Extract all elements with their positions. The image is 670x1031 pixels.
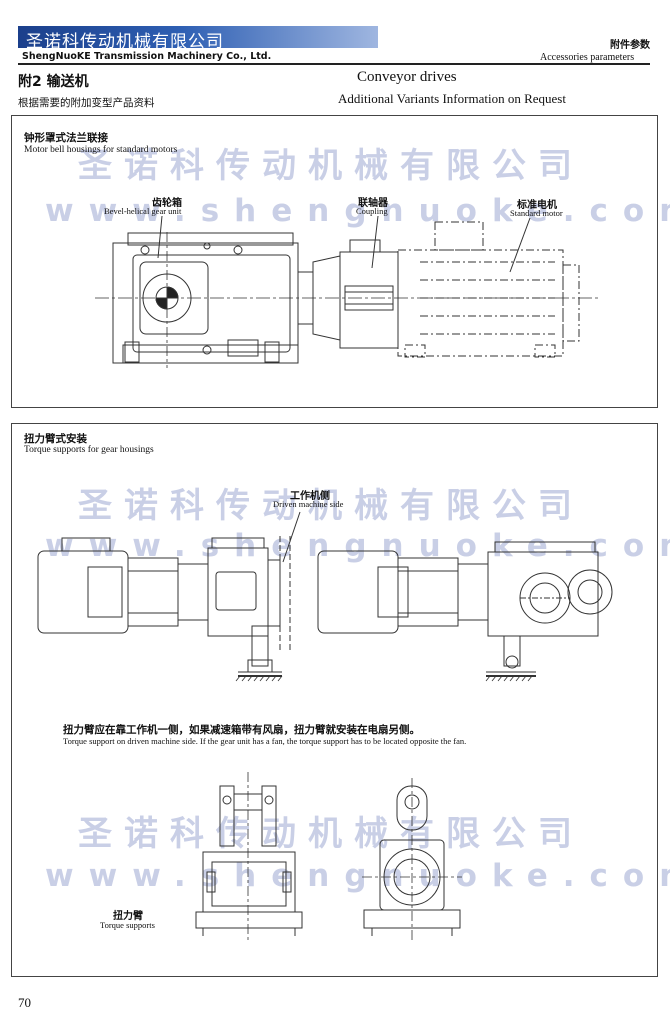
brand-name-en: ShengNuoKE Transmission Machinery Co., L… (22, 51, 272, 62)
brand-banner (18, 26, 378, 48)
coupling-label-en: Coupling (356, 206, 388, 216)
coupling-label-cn: 联轴器 (358, 198, 388, 209)
motor-label-cn: 标准电机 (517, 200, 557, 211)
torque-support-label-cn: 扭力臂 (113, 911, 143, 922)
torque-note-en: Torque support on driven machine side. I… (63, 736, 467, 746)
bell-housing-drawing (0, 0, 670, 420)
gear-unit-label-en: Bevel-helical gear unit (104, 206, 182, 216)
torque-section-title-cn: 扭力臂式安装 (24, 433, 87, 445)
torque-support-panel (11, 423, 658, 977)
torque-note-cn: 扭力臂应在靠工作机一侧，如果减速箱带有风扇，扭力臂就安装在电扇另侧。 (63, 724, 420, 736)
brand-name-cn: 圣诺科传动机械有限公司 (26, 32, 224, 52)
section-label-cn: 附件参数 (610, 40, 650, 51)
watermark-url: www.shengnuoke.com (45, 858, 670, 894)
torque-support-label-en: Torque supports (100, 920, 155, 930)
watermark-cn: 圣诺科传动机械有限公司 (78, 814, 584, 854)
watermark-cn: 圣诺科传动机械有限公司 (78, 146, 584, 186)
bell-section-title-cn: 钟形罩式法兰联接 (24, 132, 108, 144)
bell-housing-panel (11, 115, 658, 408)
motor-label-en: Standard motor (510, 208, 563, 218)
page-title-en: Conveyor drives (357, 69, 457, 85)
watermark-url: www.shengnuoke.com (45, 193, 670, 229)
page-subtitle-cn: 根据需要的附加变型产品资料 (18, 97, 155, 109)
driven-side-label-cn: 工作机侧 (290, 491, 330, 502)
section-label-en: Accessories parameters (540, 52, 635, 63)
bell-section-title-en: Motor bell housings for standard motors (24, 145, 178, 155)
driven-side-label-en: Driven machine side (273, 499, 344, 509)
page-number: 70 (18, 995, 31, 1010)
page-title-cn: 附2 输送机 (18, 74, 89, 90)
torque-section-title-en: Torque supports for gear housings (24, 445, 154, 455)
page-subtitle-en: Additional Variants Information on Reque… (338, 91, 566, 106)
header-divider (18, 63, 650, 65)
torque-support-drawing (0, 0, 670, 1000)
gear-unit-label-cn: 齿轮箱 (152, 198, 182, 209)
watermark-cn: 圣诺科传动机械有限公司 (78, 486, 584, 526)
